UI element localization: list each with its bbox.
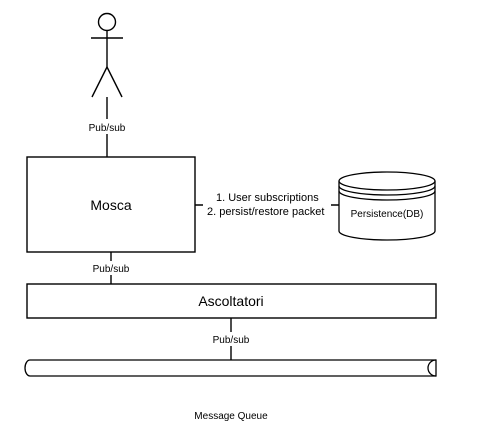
queue-link-label-bg [205, 332, 257, 346]
actor-icon [91, 12, 123, 98]
mosca-link-label-bg [85, 261, 137, 275]
mosca-link-label: Pub/sub [93, 264, 130, 275]
actor-link-label-bg [78, 119, 136, 134]
mosca-box [26, 156, 196, 253]
actor-link-label: Pub/sub [89, 123, 126, 134]
queue-caption: Message Queue [194, 411, 268, 422]
db-label: Persistence(DB) [351, 209, 424, 220]
ascoltatori-label: Ascoltatori [198, 293, 263, 309]
db-link-line2: 2. persist/restore packet [207, 206, 324, 218]
queue-link-label: Pub/sub [213, 335, 250, 346]
database-icon [338, 171, 436, 241]
mosca-label: Mosca [90, 197, 131, 213]
db-link-label-bg [203, 189, 331, 219]
ascoltatori-box [26, 283, 437, 319]
queue-pipe-icon [24, 359, 437, 377]
db-link-line1: 1. User subscriptions [216, 192, 319, 204]
